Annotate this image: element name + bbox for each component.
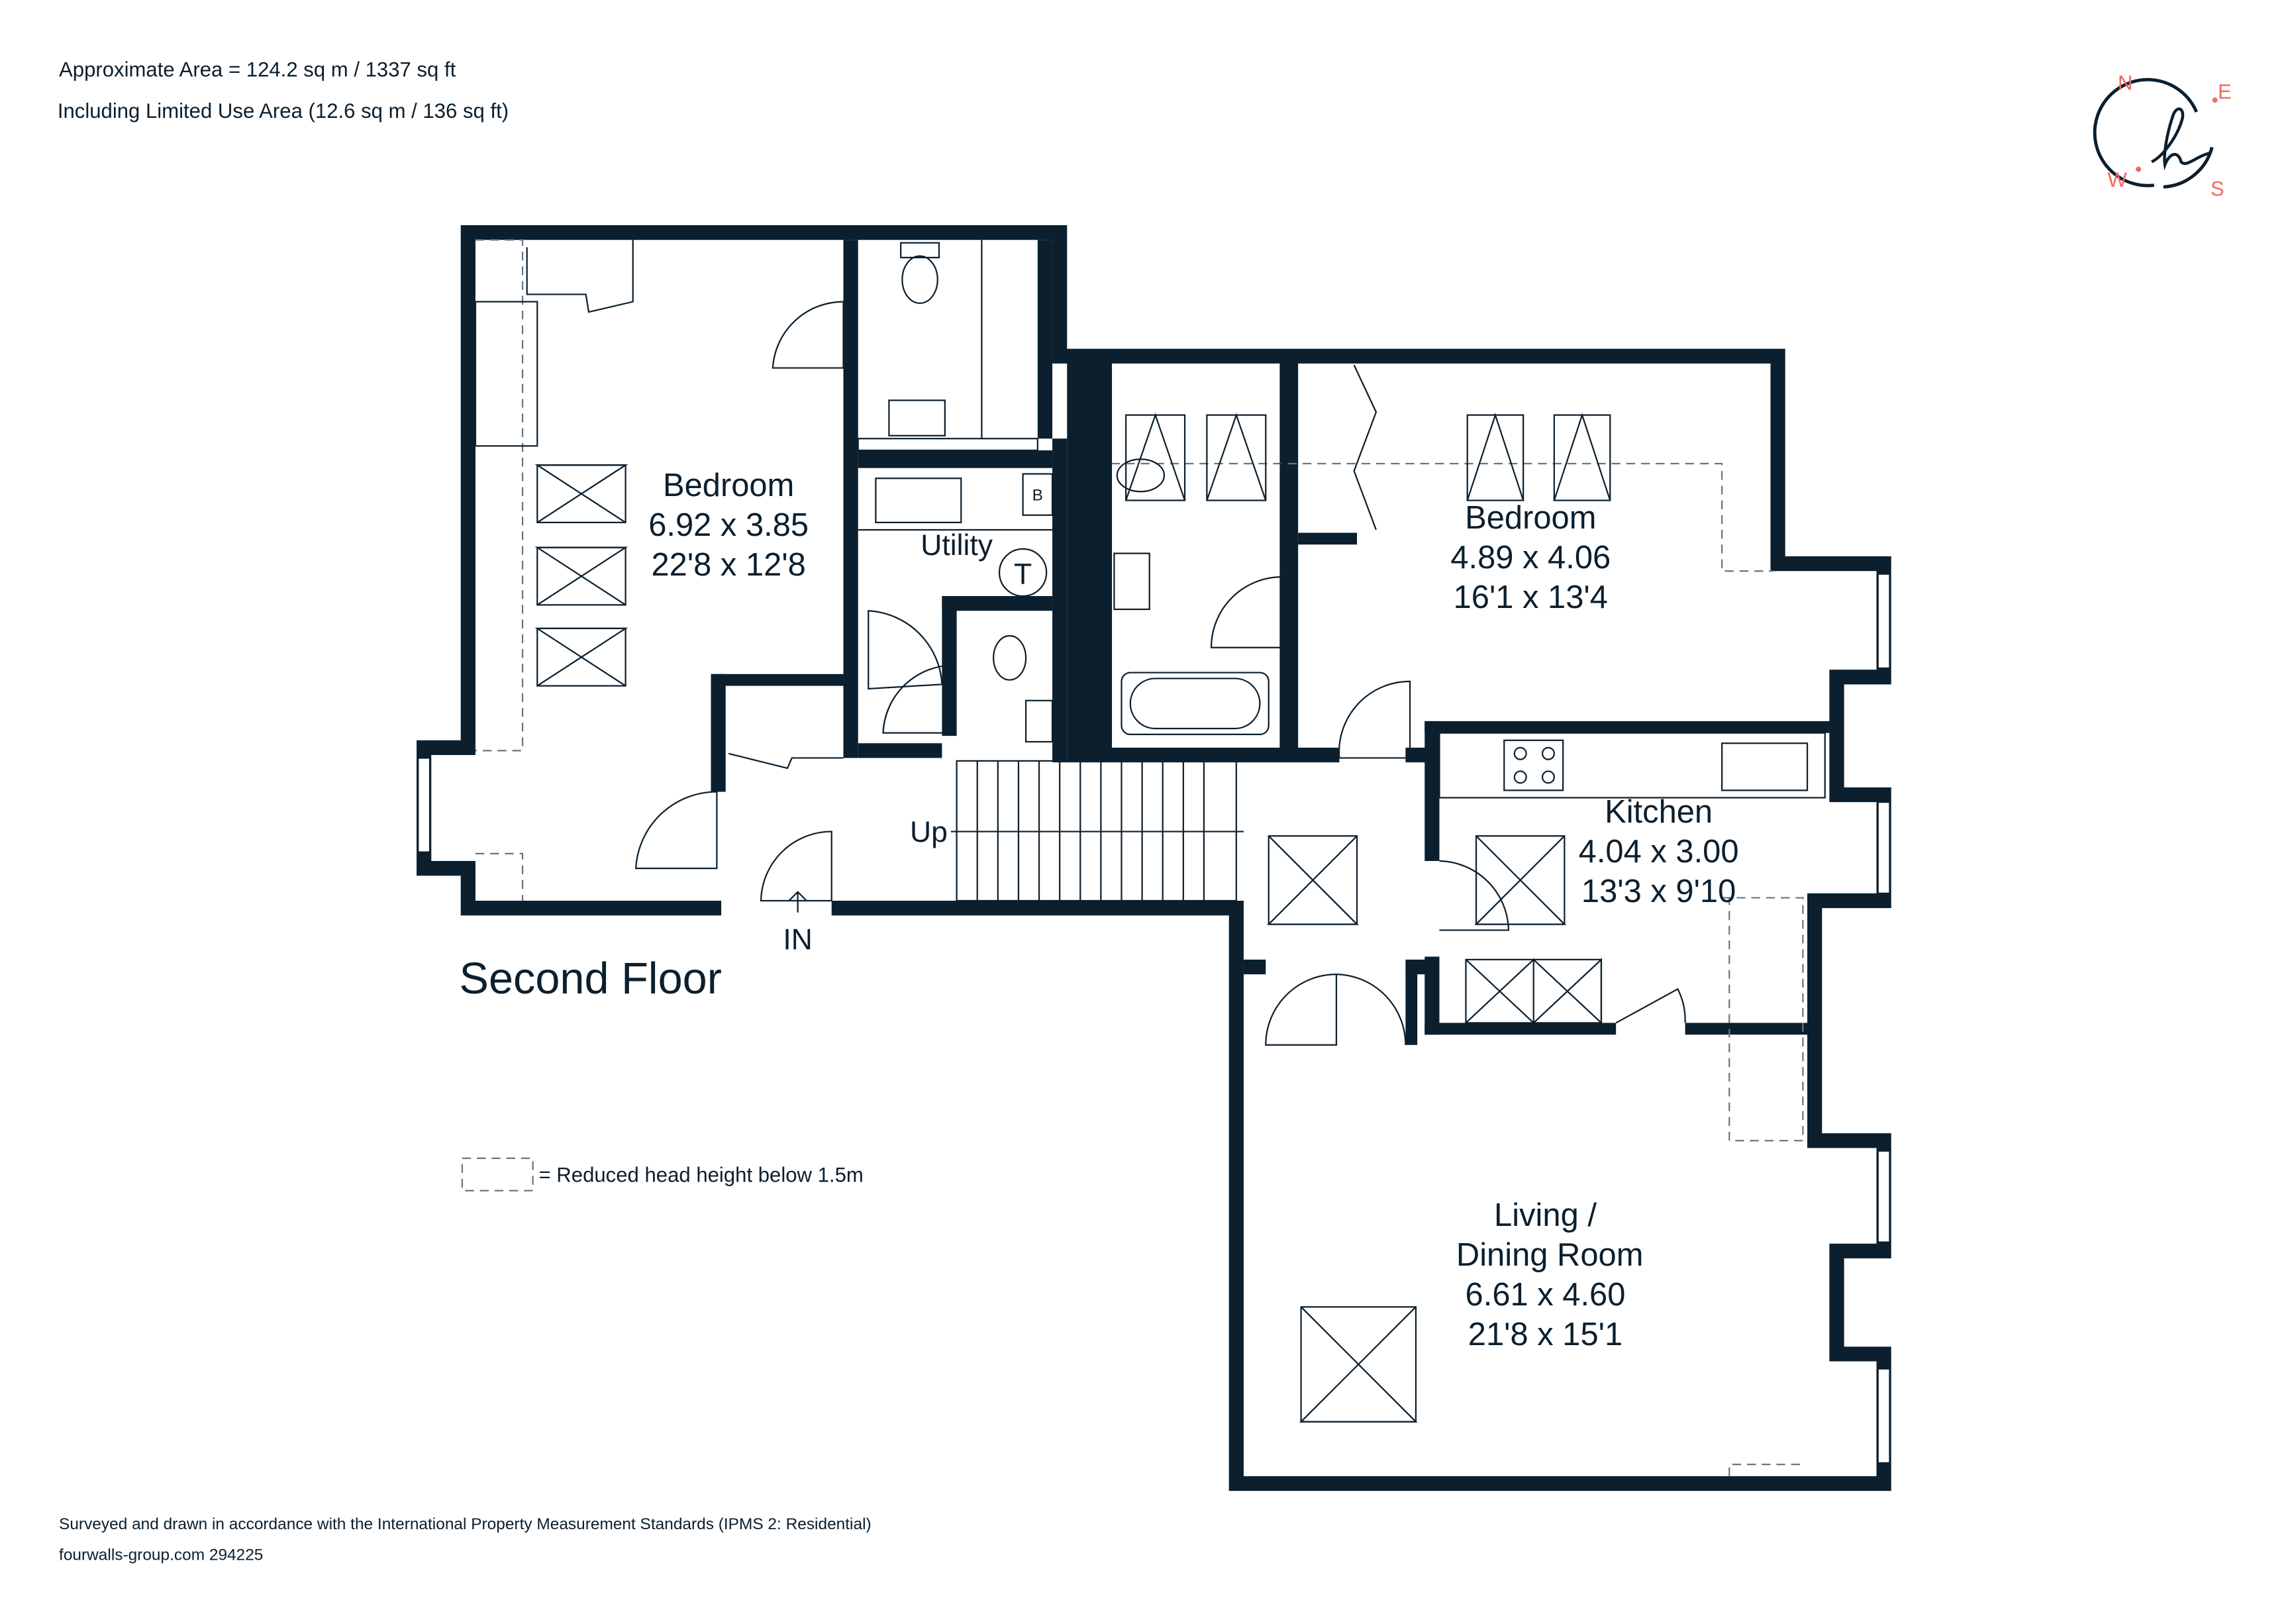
tank-label: T xyxy=(1014,558,1032,591)
outer-wall xyxy=(417,225,1891,1491)
stairs xyxy=(950,760,1244,902)
reduced-head-height-areas xyxy=(475,239,1804,1476)
compass-w: W xyxy=(2107,168,2127,191)
svg-text:21'8 x 15'1: 21'8 x 15'1 xyxy=(1468,1317,1622,1352)
svg-text:13'3 x 9'10: 13'3 x 9'10 xyxy=(1581,874,1736,909)
room-kitchen: Kitchen 4.04 x 3.00 13'3 x 9'10 xyxy=(1579,794,1739,909)
svg-text:16'1 x 13'4: 16'1 x 13'4 xyxy=(1454,580,1608,615)
floor-title: Second Floor xyxy=(460,954,722,1003)
stairs-label: Up xyxy=(910,816,948,848)
svg-text:6.61 x 4.60: 6.61 x 4.60 xyxy=(1466,1277,1626,1313)
window xyxy=(1877,573,1891,669)
svg-text:4.04 x 3.00: 4.04 x 3.00 xyxy=(1579,834,1739,870)
svg-text:Dining Room: Dining Room xyxy=(1456,1237,1644,1273)
svg-text:6.92 x 3.85: 6.92 x 3.85 xyxy=(648,507,809,543)
svg-text:Kitchen: Kitchen xyxy=(1605,794,1713,830)
boiler-label: B xyxy=(1032,487,1043,505)
svg-text:Bedroom: Bedroom xyxy=(663,468,794,503)
svg-text:Bedroom: Bedroom xyxy=(1465,500,1596,536)
footer-site: fourwalls-group.com 294225 xyxy=(59,1546,263,1564)
legend-dashed-swatch xyxy=(461,1157,534,1191)
svg-text:Living /: Living / xyxy=(1494,1197,1597,1233)
svg-text:22'8 x 12'8: 22'8 x 12'8 xyxy=(651,547,805,583)
room-utility: Utility xyxy=(921,529,993,562)
legend: = Reduced head height below 1.5m xyxy=(461,1157,864,1191)
fixtures xyxy=(474,240,1826,1423)
approximate-area: Approximate Area = 124.2 sq m / 1337 sq … xyxy=(59,58,456,81)
limited-use-area: Including Limited Use Area (12.6 sq m / … xyxy=(58,99,509,123)
compass-logo: N E W S xyxy=(2093,72,2232,201)
window xyxy=(1877,801,1891,894)
compass-n: N xyxy=(2118,72,2132,95)
entrance-label: IN xyxy=(783,923,812,956)
window xyxy=(417,757,431,853)
entrance-arrow-icon xyxy=(788,891,807,913)
compass-e: E xyxy=(2218,80,2232,103)
window xyxy=(1877,1368,1891,1464)
window xyxy=(1877,1150,1891,1243)
room-living-dining: Living / Dining Room 6.61 x 4.60 21'8 x … xyxy=(1456,1197,1644,1352)
footer-standards: Surveyed and drawn in accordance with th… xyxy=(59,1515,872,1533)
room-bedroom-2: Bedroom 4.89 x 4.06 16'1 x 13'4 xyxy=(1450,500,1611,615)
svg-text:4.89 x 4.06: 4.89 x 4.06 xyxy=(1450,540,1611,576)
compass-s: S xyxy=(2211,177,2224,201)
room-bedroom-1: Bedroom 6.92 x 3.85 22'8 x 12'8 xyxy=(648,468,809,583)
legend-text: = Reduced head height below 1.5m xyxy=(539,1163,864,1186)
